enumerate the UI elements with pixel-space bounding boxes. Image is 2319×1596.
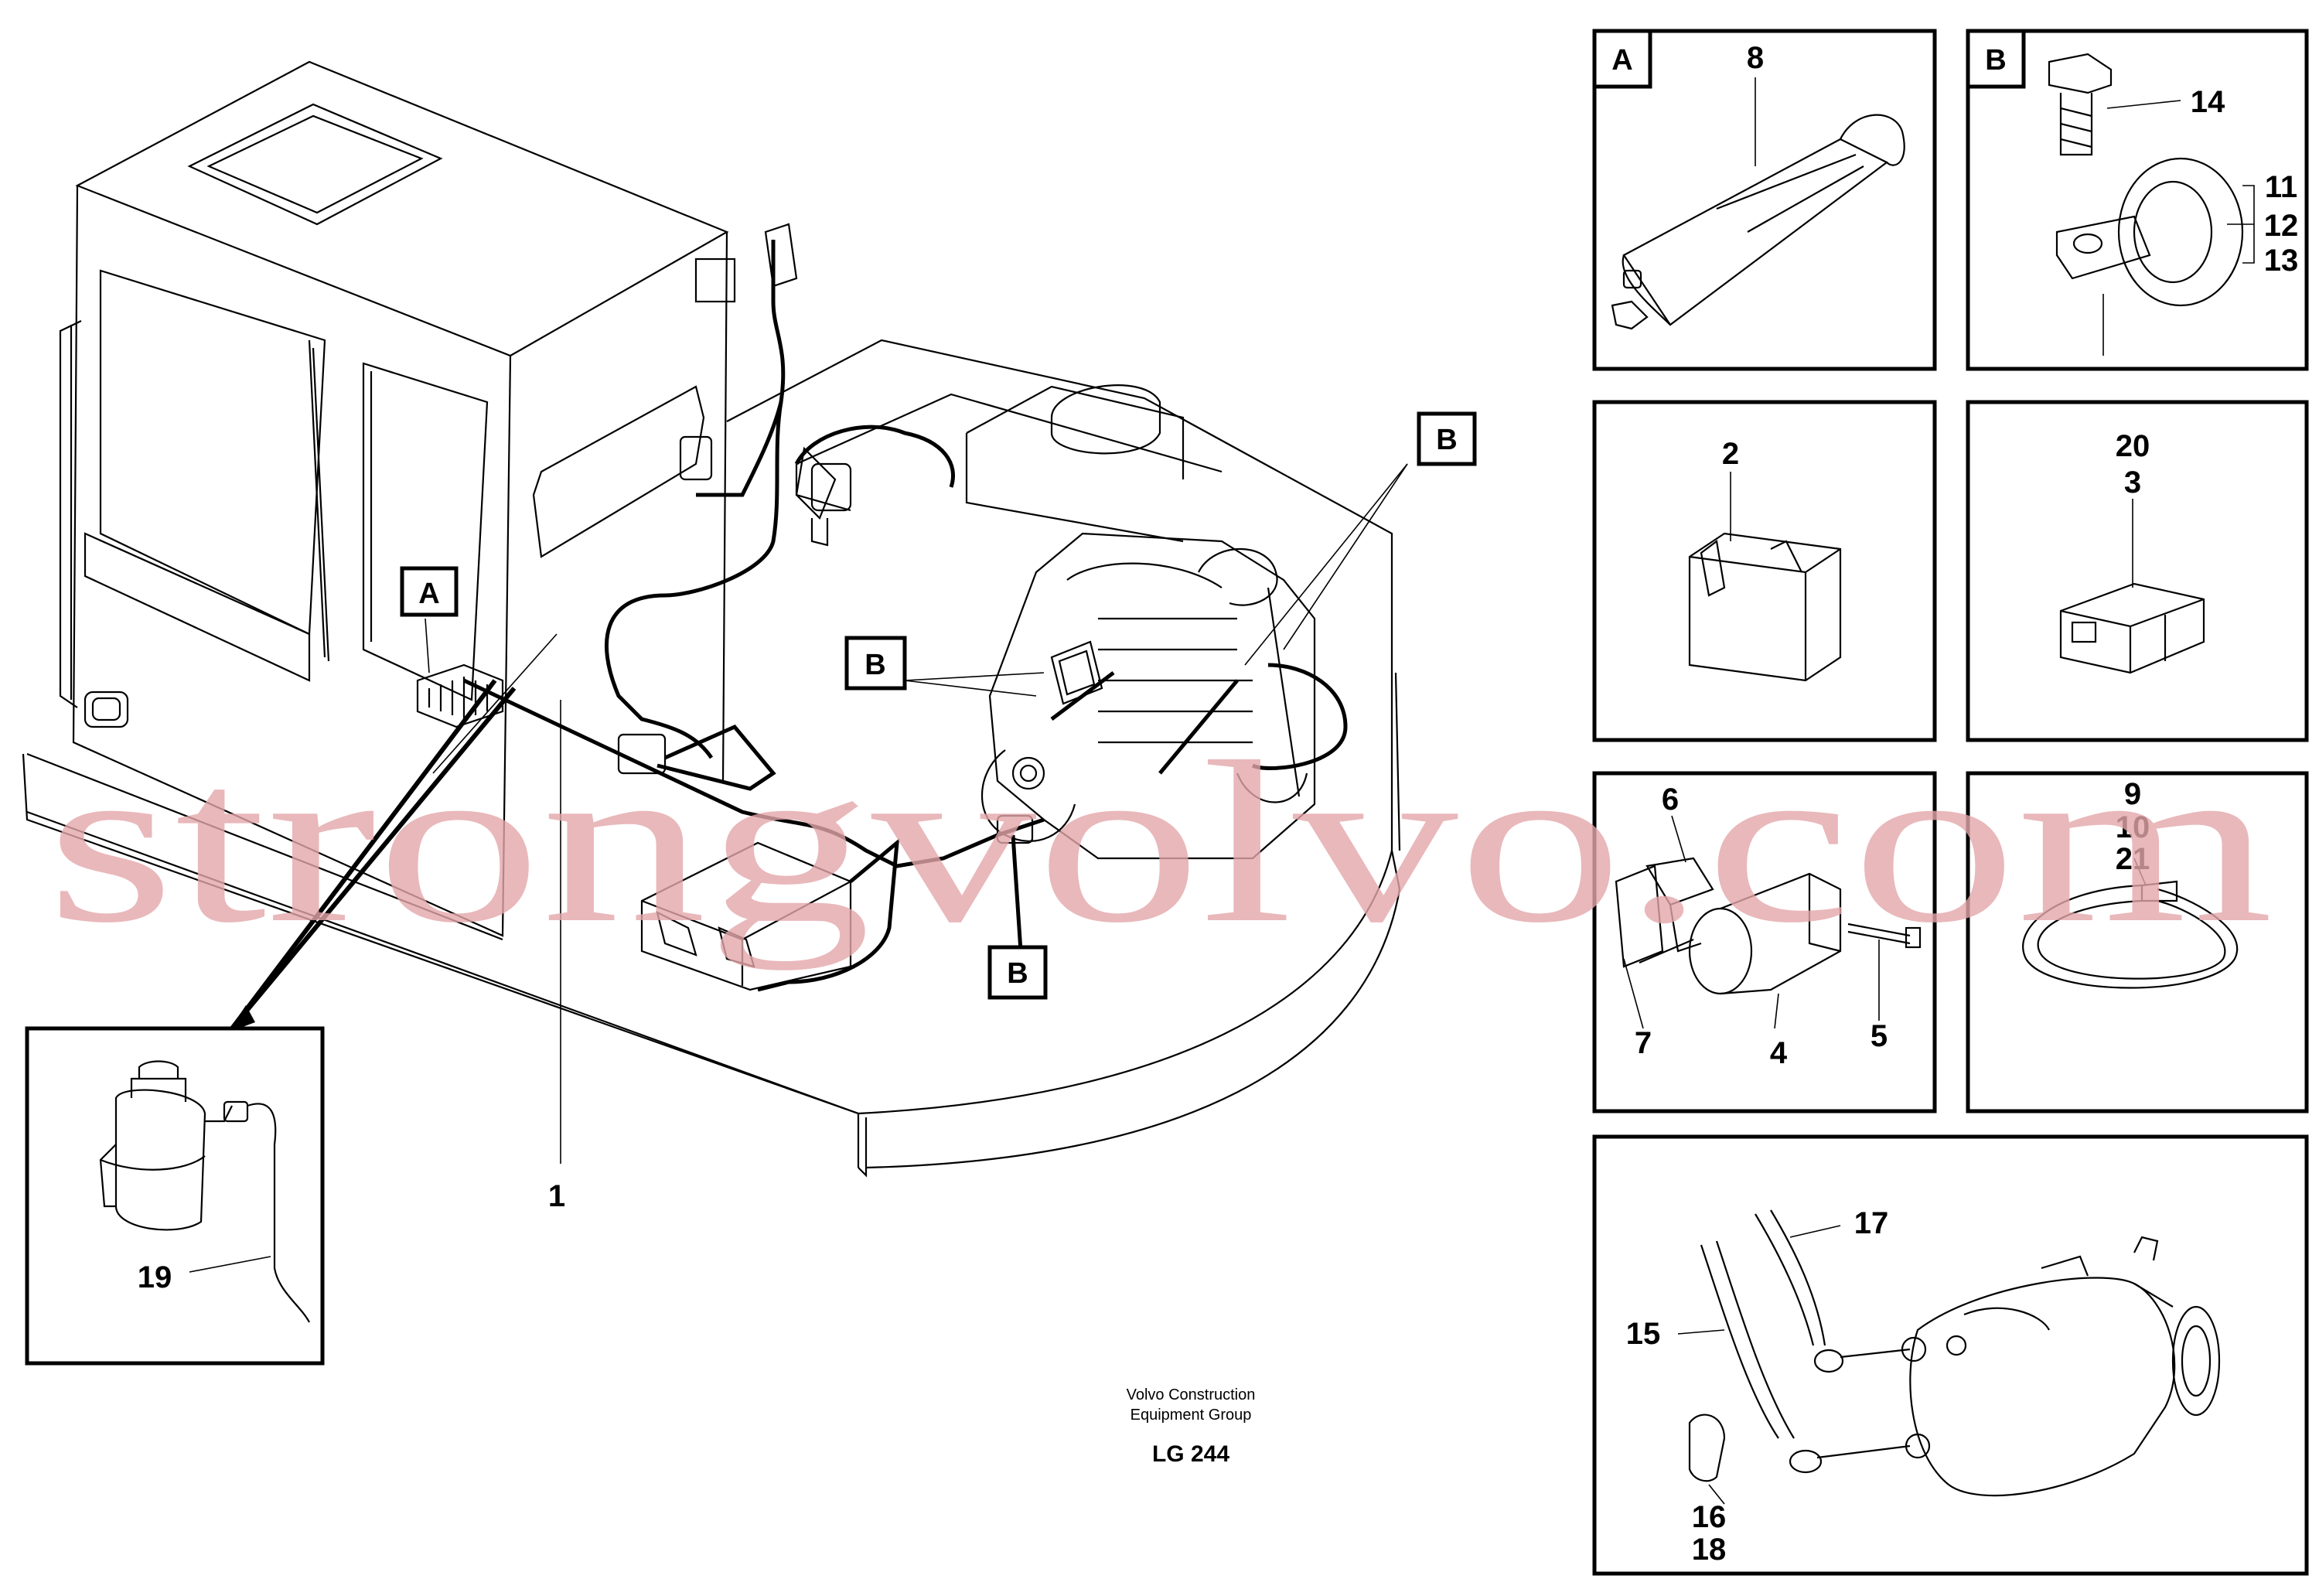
callout-b-mid: B (844, 636, 907, 691)
panel-b-part-12: 12 (2264, 209, 2299, 243)
panel-alternator-part-18: 18 (1692, 1533, 1727, 1567)
panel-alternator: 17 15 16 18 (1592, 1134, 2309, 1576)
panel-relay: 2 (1592, 400, 1937, 742)
watermark-text: strongvolvo.com (46, 714, 2273, 971)
panel-a-part-8: 8 (1747, 41, 1764, 75)
callout-b-low: B (987, 945, 1048, 1000)
panel-tie-part-10: 10 (2116, 810, 2150, 844)
panel-relay-part-2: 2 (1722, 437, 1739, 471)
callout-b-top: B (1417, 411, 1477, 466)
panel-switch-part-4: 4 (1770, 1036, 1788, 1070)
panel-b: B 14 11 12 13 (1966, 29, 2309, 371)
panel-switch-part-7: 7 (1635, 1026, 1652, 1060)
panel-connector-part-20: 20 (2116, 429, 2150, 463)
panel-connector-part-3: 3 (2124, 466, 2141, 500)
panel-alternator-part-15: 15 (1626, 1317, 1661, 1351)
panel-b-part-14: 14 (2191, 85, 2225, 119)
callout-b-top-letter: B (1436, 424, 1457, 456)
credit-line-1: Volvo Construction (1127, 1386, 1256, 1403)
panel-tie-part-9: 9 (2124, 777, 2141, 811)
credit-line-2: Equipment Group (1131, 1407, 1252, 1424)
callout-a-letter: A (418, 578, 439, 610)
panel-switch-part-6: 6 (1662, 783, 1679, 817)
panel-tie-part-21: 21 (2116, 842, 2150, 876)
panel-alternator-part-17: 17 (1854, 1206, 1889, 1240)
panel-alternator-part-16: 16 (1692, 1500, 1727, 1534)
panel-b-part-11: 11 (2265, 170, 2297, 204)
callout-b-low-letter: B (1007, 957, 1028, 990)
reference-code: LG 244 (1152, 1441, 1229, 1467)
panel-switch: 6 7 4 5 (1592, 771, 1937, 1113)
panel-a-letter: A (1611, 44, 1632, 77)
part-label-1: 1 (548, 1179, 565, 1213)
panel-b-letter: B (1985, 44, 2006, 77)
panel-b-part-13: 13 (2264, 244, 2299, 278)
inset-19: 19 (25, 1026, 325, 1366)
callout-b-mid-letter: B (865, 649, 885, 681)
callout-a: A (400, 566, 459, 617)
panel-switch-part-5: 5 (1871, 1019, 1888, 1053)
panel-connector: 20 3 (1966, 400, 2309, 742)
part-label-19: 19 (138, 1260, 172, 1294)
machine-drawing (22, 60, 1408, 1178)
panel-a: A 8 (1592, 29, 1937, 371)
panel-cable-tie: 9 10 21 (1966, 771, 2309, 1113)
